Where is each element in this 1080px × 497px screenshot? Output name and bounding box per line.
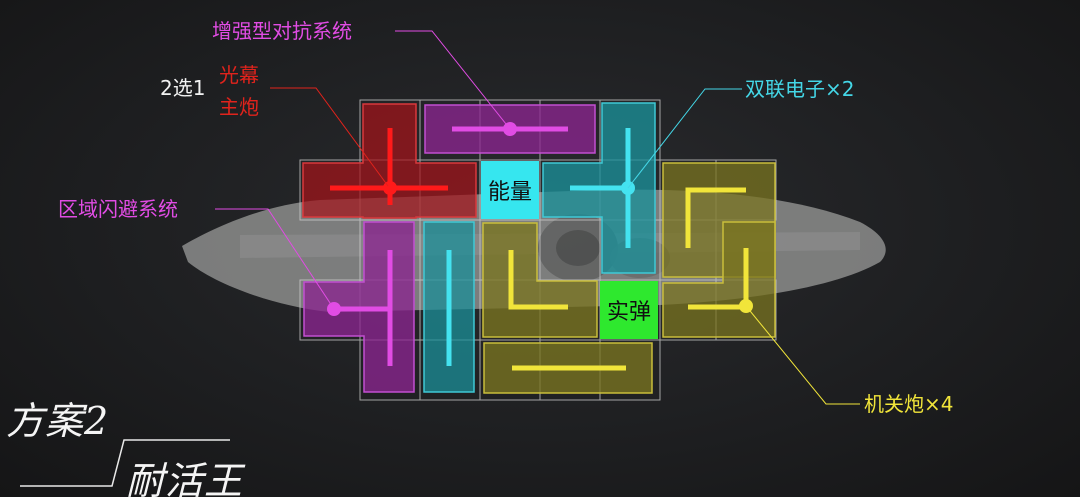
- energy-cell: [481, 161, 539, 219]
- area-evasion-label: 区域闪避系统: [58, 197, 178, 221]
- machine-gun-label: 机关炮×4: [864, 392, 954, 416]
- plan-name: 耐活王: [126, 459, 244, 497]
- enhanced-counter-label: 增强型对抗系统: [212, 19, 352, 43]
- leader-twin-electronic: [627, 88, 742, 189]
- twin-electronic-label: 双联电子×2: [745, 77, 855, 101]
- solid-ammo-cell: [600, 281, 658, 339]
- leader-enhanced-counter: [395, 30, 511, 130]
- energy-label: 能量: [487, 180, 532, 205]
- main-cannon-label: 主炮: [219, 95, 259, 119]
- light-curtain-cannon-node: [383, 181, 397, 195]
- choose-one-label: 2选1: [160, 76, 206, 100]
- leader-area-evasion: [215, 208, 335, 310]
- solid-ammo-label: 实弹: [606, 300, 651, 325]
- title-decoration: [20, 439, 230, 487]
- leader-main-cannon: [270, 87, 389, 187]
- leader-machine-gun: [745, 305, 860, 405]
- plan-title: 方案2: [6, 399, 110, 443]
- light-curtain-label: 光幕: [219, 63, 259, 87]
